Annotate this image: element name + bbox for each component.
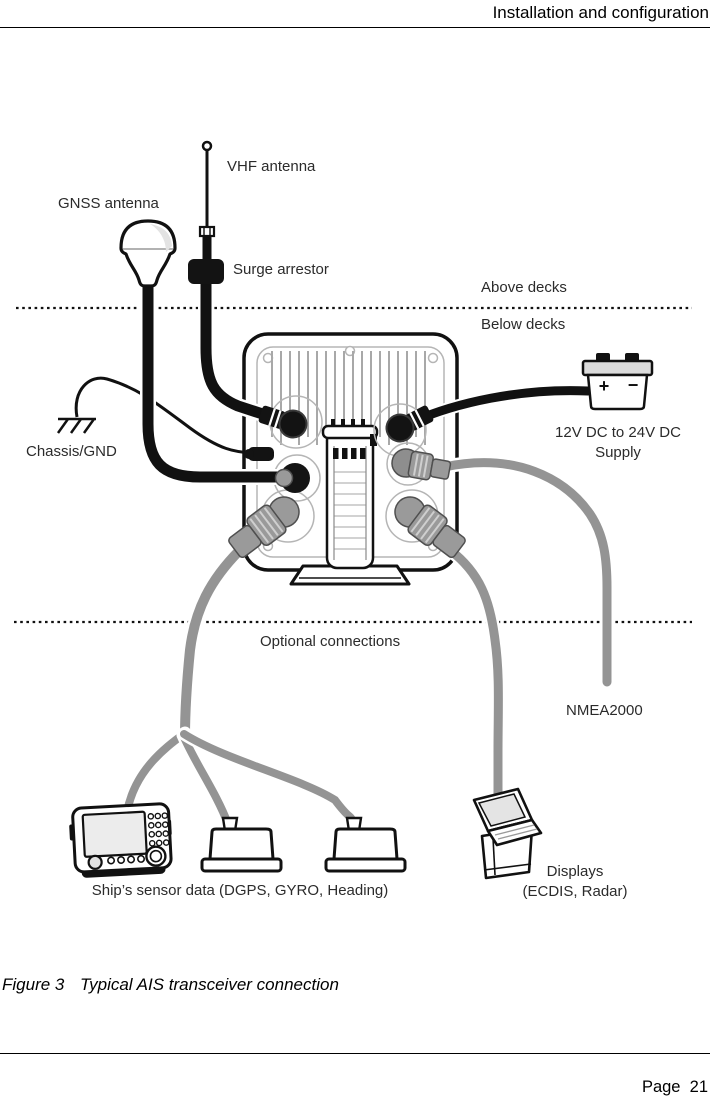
label-above-decks: Above decks	[481, 279, 567, 296]
junction-box-1-icon	[200, 816, 283, 873]
label-displays-line2: (ECDIS, Radar)	[522, 883, 628, 900]
label-displays: Displays (ECDIS, Radar)	[495, 862, 655, 902]
page-header: Installation and configuration	[492, 3, 709, 22]
above-below-decks-divider	[14, 306, 692, 624]
label-chassis-gnd: Chassis/GND	[26, 443, 117, 460]
unit-connectors	[228, 405, 466, 559]
label-nmea2000: NMEA2000	[566, 702, 643, 719]
vhf-port	[258, 405, 308, 439]
figure-caption: Figure 3 Typical AIS transceiver connect…	[2, 975, 339, 995]
gnss-antenna-icon	[119, 219, 177, 288]
figure-number: Figure 3	[2, 975, 65, 994]
label-power-supply: 12V DC to 24V DC Supply	[528, 423, 708, 463]
display-port	[394, 496, 466, 559]
nmea2000-cable	[439, 458, 612, 687]
battery-icon: + −	[581, 353, 654, 411]
gnss-port	[274, 463, 310, 493]
dip-switches	[331, 419, 377, 459]
figure-title: Typical AIS transceiver connection	[80, 975, 339, 994]
label-power-supply-line2: Supply	[595, 444, 641, 461]
antenna-and-power-cables	[140, 274, 595, 485]
header-rule	[0, 27, 710, 28]
label-power-supply-line1: 12V DC to 24V DC	[555, 424, 681, 441]
label-vhf-antenna: VHF antenna	[227, 158, 316, 175]
heatsink-fins	[271, 351, 426, 445]
label-optional-connections: Optional connections	[260, 633, 401, 650]
sensor-port	[228, 496, 300, 559]
optional-connection-cables	[120, 455, 614, 831]
surge-arrestor-icon	[188, 259, 224, 284]
label-below-decks: Below decks	[481, 316, 566, 333]
footer-rule	[0, 1053, 710, 1054]
gnss-cable	[142, 277, 290, 483]
label-ships-sensor-data: Ship’s sensor data (DGPS, GYRO, Heading)	[91, 882, 389, 899]
label-displays-line1: Displays	[546, 863, 604, 880]
vhf-cable	[200, 276, 290, 427]
mounting-bracket	[289, 419, 411, 586]
battery-plus-mark: +	[599, 376, 610, 396]
page-number: Page 21	[641, 1078, 708, 1096]
battery-minus-mark: −	[628, 375, 639, 395]
display-console-icon	[472, 787, 543, 880]
gnd-stub	[244, 447, 274, 461]
ship-sensor-device-icon	[69, 802, 173, 878]
junction-box-2-icon	[324, 816, 407, 873]
vhf-antenna-icon	[198, 140, 216, 262]
nmea2000-port	[391, 448, 452, 481]
label-surge-arrestor: Surge arrestor	[233, 261, 329, 278]
power-port	[385, 405, 434, 443]
label-gnss-antenna: GNSS antenna	[58, 195, 159, 212]
